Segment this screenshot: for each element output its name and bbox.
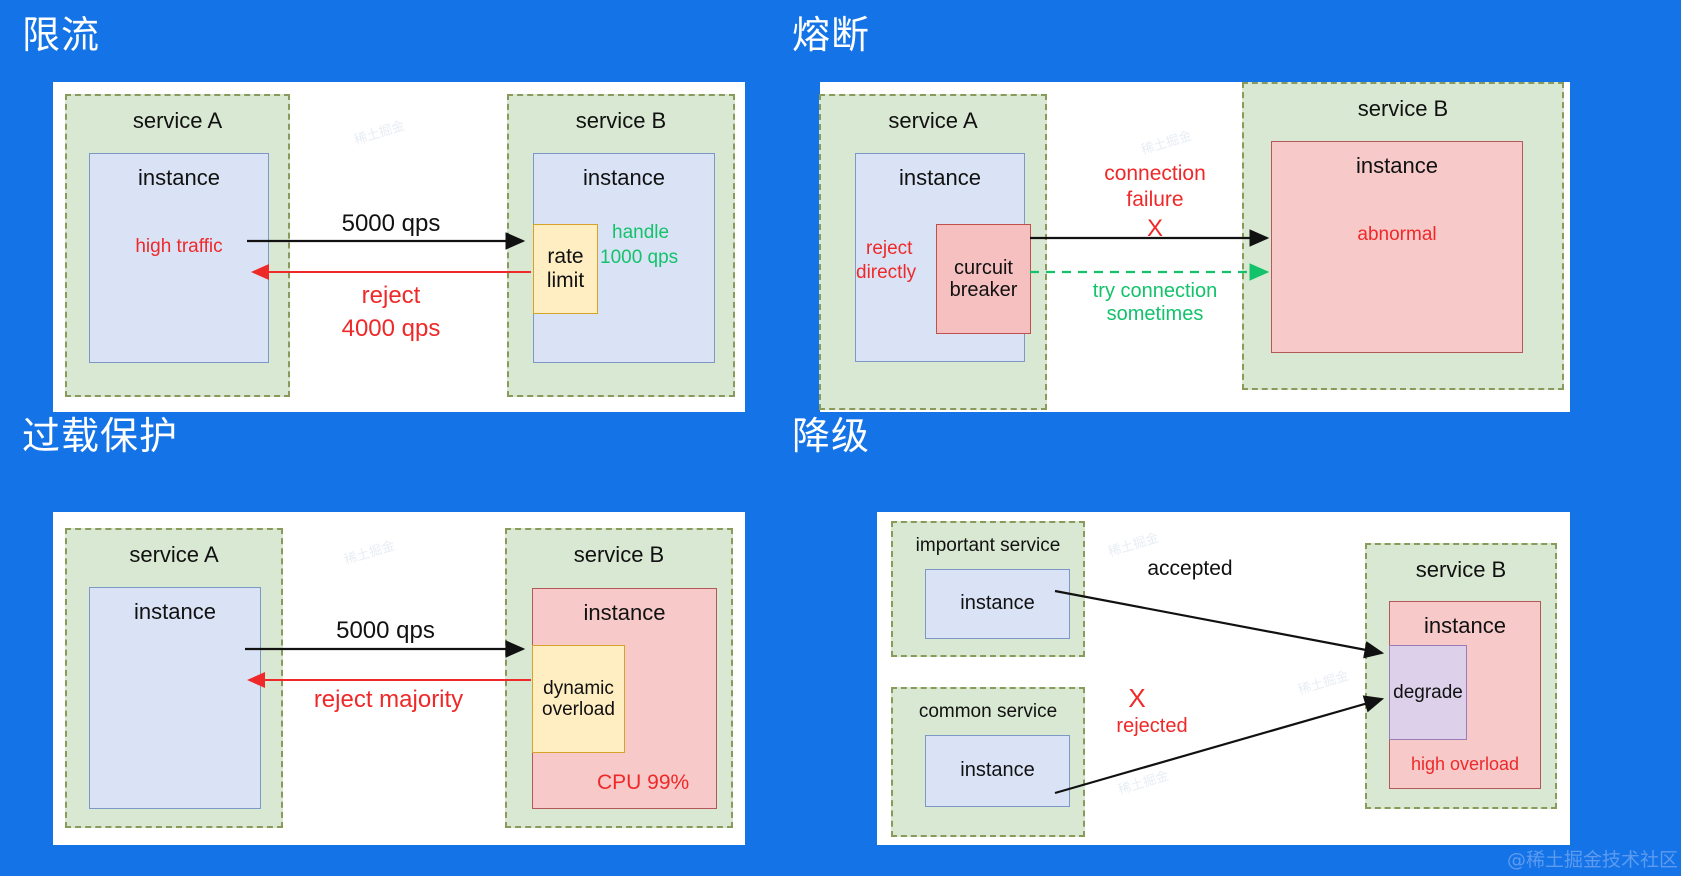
abnormal-note: abnormal bbox=[1357, 224, 1437, 245]
circuit-breaker-label-line1: curcuit bbox=[954, 256, 1013, 279]
rate-limit-label-line1: rate bbox=[547, 245, 584, 269]
common-service-instance-label: instance bbox=[960, 759, 1035, 781]
reject-directly-line2: directly bbox=[856, 262, 917, 283]
important-service-label: important service bbox=[915, 535, 1061, 556]
rejected-x-mark: X bbox=[1128, 683, 1146, 713]
service-a-instance-label: instance bbox=[138, 165, 220, 190]
service-b-label: service B bbox=[573, 542, 665, 567]
cpu-status: CPU 99% bbox=[597, 771, 690, 794]
panel-title-degradation: 降级 bbox=[792, 414, 871, 458]
common-service-box: common service instance bbox=[891, 687, 1085, 837]
dynamic-overload-box: dynamic overload bbox=[532, 645, 625, 753]
service-b-label: service B bbox=[575, 108, 667, 133]
service-a-box: service A instance high traffic bbox=[65, 94, 290, 397]
dynamic-overload-line2: overload bbox=[542, 699, 615, 720]
common-service-instance-box: instance bbox=[925, 735, 1070, 807]
reject-label-line1: reject bbox=[361, 282, 421, 309]
important-service-box: important service instance bbox=[891, 521, 1085, 657]
watermark-tile: 稀土掘金 bbox=[1296, 668, 1351, 699]
service-a-box: service A instance reject directly curcu… bbox=[819, 94, 1047, 410]
service-b-label: service B bbox=[1357, 96, 1449, 121]
watermark-tile: 稀土掘金 bbox=[342, 538, 397, 569]
service-b-instance-label: instance bbox=[583, 165, 665, 190]
try-connection-line1: try connection bbox=[1092, 280, 1218, 302]
service-b-instance-box: instance abnormal bbox=[1271, 141, 1523, 353]
service-b-box: service B instance high overload degrade bbox=[1365, 543, 1557, 809]
panel-rate-limiting: 稀土掘金 稀土掘金 稀土掘金 service A instance high t… bbox=[53, 82, 745, 412]
service-b-instance-label: instance bbox=[1424, 613, 1506, 638]
service-b-box: service B instance abnormal bbox=[1242, 82, 1564, 390]
watermark-tile: 稀土掘金 bbox=[1139, 128, 1194, 159]
service-b-box: service B instance handle 1000 qps rate … bbox=[507, 94, 735, 397]
try-connection-line2: sometimes bbox=[1106, 303, 1204, 325]
circuit-breaker-box: curcuit breaker bbox=[936, 224, 1031, 334]
common-service-label: common service bbox=[918, 701, 1058, 722]
degrade-box: degrade bbox=[1389, 645, 1467, 740]
rejected-label: rejected bbox=[1116, 715, 1188, 737]
degrade-label: degrade bbox=[1393, 681, 1463, 703]
connection-failure-line2: failure bbox=[1126, 188, 1184, 211]
high-traffic-note: high traffic bbox=[135, 236, 223, 257]
panel-degradation: 稀土掘金 稀土掘金 稀土掘金 important service instanc… bbox=[877, 512, 1570, 845]
service-a-instance-label: instance bbox=[134, 599, 216, 624]
service-b-box: service B instance CPU 99% dynamic overl… bbox=[505, 528, 733, 828]
panel-title-rate-limiting: 限流 bbox=[22, 13, 101, 57]
service-b-label: service B bbox=[1415, 557, 1507, 582]
service-a-box: service A instance bbox=[65, 528, 283, 828]
failure-x-mark: X bbox=[1146, 215, 1163, 242]
reject-directly-line1: reject bbox=[866, 238, 913, 259]
watermark-tile: 稀土掘金 bbox=[352, 118, 407, 149]
service-a-instance-label: instance bbox=[899, 165, 981, 190]
rate-limit-label-line2: limit bbox=[546, 269, 585, 292]
service-a-label: service A bbox=[129, 542, 219, 567]
handle-note-line2: 1000 qps bbox=[600, 247, 679, 268]
handle-note-line1: handle bbox=[612, 222, 670, 243]
service-a-label: service A bbox=[132, 108, 223, 133]
panel-circuit-breaking: 稀土掘金 稀土掘金 service A instance reject dire… bbox=[819, 82, 1570, 412]
service-a-instance-box: instance bbox=[89, 587, 261, 809]
accepted-label: accepted bbox=[1147, 557, 1233, 580]
reject-majority-label: reject majority bbox=[313, 686, 464, 713]
important-service-instance-box: instance bbox=[925, 569, 1070, 639]
connection-failure-line1: connection bbox=[1104, 162, 1206, 185]
service-b-instance-label: instance bbox=[1356, 153, 1438, 178]
watermark-tile: 稀土掘金 bbox=[1116, 768, 1171, 799]
dynamic-overload-line1: dynamic bbox=[543, 677, 614, 699]
high-overload-status: high overload bbox=[1410, 754, 1520, 774]
panel-title-circuit-breaking: 熔断 bbox=[792, 13, 871, 57]
service-a-label: service A bbox=[888, 108, 978, 133]
forward-qps-label: 5000 qps bbox=[341, 210, 441, 237]
panel-overload-protection: 稀土掘金 稀土掘金 稀土掘金 service A instance servic… bbox=[53, 512, 745, 845]
site-watermark: @稀土掘金技术社区 bbox=[1507, 849, 1679, 871]
watermark-tile: 稀土掘金 bbox=[1106, 530, 1161, 561]
panel-title-overload-protection: 过载保护 bbox=[22, 414, 179, 458]
circuit-breaker-label-line2: breaker bbox=[949, 279, 1018, 301]
important-service-instance-label: instance bbox=[960, 592, 1035, 614]
service-b-instance-label: instance bbox=[583, 600, 666, 625]
reject-label-line2: 4000 qps bbox=[341, 315, 441, 342]
forward-qps-label: 5000 qps bbox=[336, 617, 435, 644]
rate-limit-box: rate limit bbox=[533, 224, 598, 314]
service-a-instance-box: instance high traffic bbox=[89, 153, 269, 363]
